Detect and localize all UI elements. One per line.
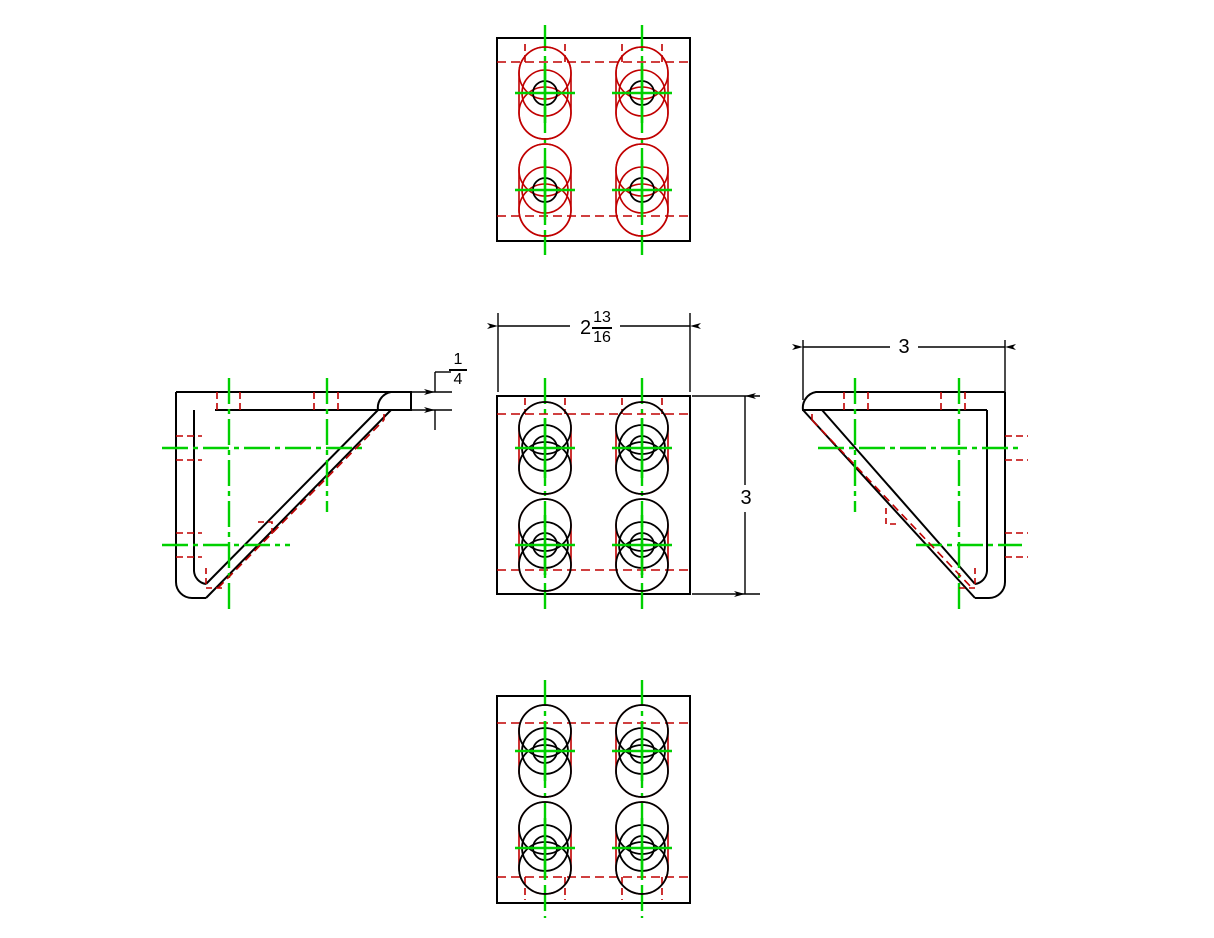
width-dimension-numerator: 13 <box>593 309 611 327</box>
height-dimension-text: 3 <box>740 487 752 509</box>
bottom-view-holes <box>513 704 674 895</box>
thickness-dimension-numerator: 1 <box>453 351 463 368</box>
thickness-dimension-denominator: 4 <box>453 370 463 388</box>
bottom-view-hidden-lines <box>497 722 690 900</box>
right-side-view <box>792 340 1028 612</box>
width-dimension-whole: 2 <box>579 317 592 339</box>
left-side-view <box>162 371 452 612</box>
width-dimension-fraction: 13 16 <box>592 309 613 346</box>
top-view-hidden-lines <box>497 44 690 217</box>
top-view-centerlines <box>543 25 644 255</box>
top-view-holes <box>513 46 674 237</box>
depth-dimension-text: 3 <box>898 336 910 358</box>
front-view-centerlines <box>543 378 644 612</box>
thickness-dimension-text: 1 4 <box>445 352 471 388</box>
front-view <box>496 378 691 612</box>
left-side-view-centerlines <box>162 378 365 612</box>
thickness-dimension <box>411 371 452 430</box>
depth-dimension <box>792 340 1016 400</box>
width-dimension <box>487 313 701 392</box>
left-side-view-hidden-lines <box>176 392 385 589</box>
front-view-holes <box>513 401 674 592</box>
bottom-view <box>496 680 691 918</box>
right-side-view-centerlines <box>818 378 1022 612</box>
width-dimension-denominator: 16 <box>593 328 611 346</box>
fraction-bar <box>592 327 613 329</box>
fraction-bar <box>449 369 467 371</box>
width-dimension-text: 2 13 16 <box>570 310 622 346</box>
top-view <box>496 25 691 255</box>
right-side-view-hidden-lines <box>811 392 1028 589</box>
bottom-view-centerlines <box>543 680 644 918</box>
height-dimension <box>692 393 760 597</box>
